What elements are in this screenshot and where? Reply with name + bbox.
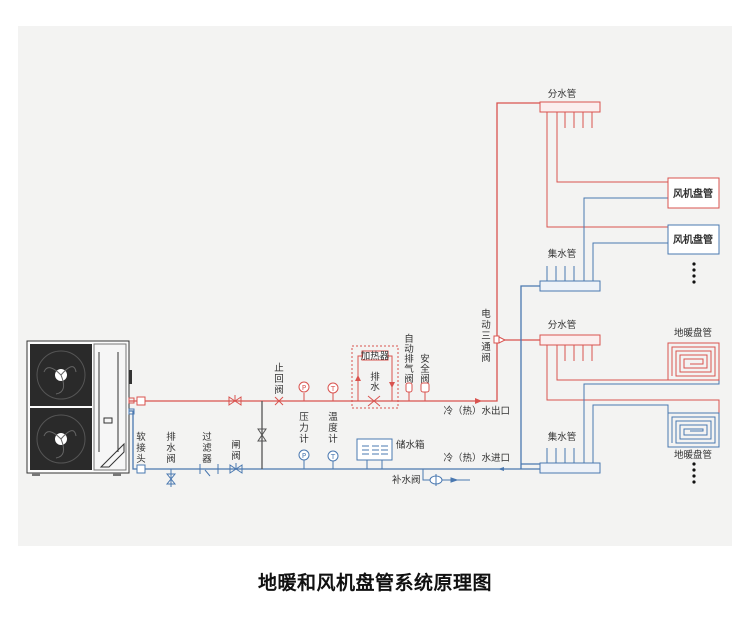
svg-text:滤: 滤 [202, 442, 212, 454]
svg-text:动: 动 [404, 344, 414, 355]
floor-heating-label-2: 地暖盘管 [674, 449, 712, 461]
fan-icon [36, 350, 86, 400]
svg-text:排: 排 [166, 431, 176, 443]
svg-text:动: 动 [481, 320, 491, 331]
pressure-gauge-icon: P [298, 381, 310, 401]
svg-text:风机盘管: 风机盘管 [673, 187, 713, 200]
fan-coil-unit-1: 风机盘管 [667, 177, 720, 209]
svg-text:水: 水 [166, 442, 176, 454]
diagram-caption: 地暖和风机盘管系统原理图 [257, 572, 492, 594]
svg-text:P: P [302, 384, 306, 392]
bypass-valve-icon [257, 428, 267, 442]
svg-text:自: 自 [404, 333, 414, 345]
svg-text:全: 全 [420, 363, 430, 375]
cold-inlet-label: 冷（热）水进口 [443, 452, 510, 464]
svg-text:阀: 阀 [274, 384, 284, 396]
floor-heating-coil-1 [667, 342, 720, 381]
soft-joint-icon [136, 464, 146, 474]
svg-text:阀: 阀 [481, 352, 491, 364]
svg-text:通: 通 [481, 342, 491, 353]
heat-pump-unit [26, 340, 132, 476]
gate-valve-icon [229, 463, 243, 474]
svg-text:T: T [330, 453, 336, 461]
svg-text:头: 头 [136, 453, 146, 465]
filter-icon [199, 464, 219, 477]
water-tank-label: 储水箱 [396, 439, 425, 451]
svg-text:力: 力 [299, 422, 309, 434]
svg-text:P: P [302, 452, 306, 460]
svg-text:排: 排 [404, 353, 414, 365]
thermometer-icon: T [327, 450, 339, 469]
floor-heating-label-1: 地暖盘管 [674, 327, 712, 339]
check-valve-label: 止 回 阀 [274, 362, 284, 396]
svg-text:过: 过 [202, 431, 212, 443]
svg-text:阀: 阀 [166, 453, 176, 465]
auto-air-vent-label: 自 动 排 气 阀 [404, 333, 414, 385]
thermometer-label: 温 度 计 [328, 412, 338, 445]
fan-icon [36, 414, 86, 464]
svg-text:阀: 阀 [404, 373, 414, 385]
svg-text:T: T [330, 385, 336, 393]
pressure-gauge-icon: P [298, 449, 310, 469]
water-tank-icon [356, 438, 393, 469]
svg-text:气: 气 [404, 363, 414, 375]
svg-text:度: 度 [328, 422, 338, 434]
svg-text:接: 接 [136, 442, 146, 454]
distributor-label-top: 分水管 [548, 88, 577, 100]
makeup-valve-label: 补水阀 [392, 474, 421, 486]
floor-heating-coil-2 [667, 412, 720, 448]
soft-joint-label: 软 接 头 [136, 431, 146, 465]
svg-text:止: 止 [274, 362, 284, 374]
top-distributor [539, 101, 668, 228]
filter-label: 过 滤 器 [202, 431, 212, 465]
svg-text:三: 三 [481, 331, 491, 342]
fan-coil-unit-2: 风机盘管 [667, 224, 720, 255]
pressure-gauge-label: 压 力 计 [299, 412, 309, 445]
svg-text:加热器: 加热器 [361, 350, 390, 362]
auto-air-vent-icon [405, 382, 413, 401]
check-valve-icon [274, 396, 284, 406]
safety-valve-label: 安 全 阀 [420, 353, 430, 385]
makeup-valve-icon [422, 469, 470, 486]
svg-text:计: 计 [299, 433, 309, 445]
collector-label-bottom: 集水管 [548, 431, 577, 443]
svg-text:回: 回 [274, 374, 284, 385]
svg-text:器: 器 [202, 454, 212, 465]
svg-text:风机盘管: 风机盘管 [673, 233, 713, 246]
svg-text:温: 温 [328, 412, 338, 423]
three-way-valve-label: 电 动 三 通 阀 [481, 308, 491, 364]
svg-text:排: 排 [370, 371, 380, 383]
drain-valve-icon [165, 469, 177, 487]
soft-joint-icon [136, 396, 146, 406]
distributor-label-bottom: 分水管 [548, 319, 577, 331]
svg-text:安: 安 [420, 353, 430, 365]
drain-valve-label: 排 水 阀 [166, 431, 176, 465]
flow-arrow-icon [498, 467, 504, 471]
more-dots-icon [692, 462, 696, 484]
svg-text:阀: 阀 [231, 450, 241, 462]
three-way-valve-icon [493, 335, 507, 344]
more-dots-icon [692, 262, 696, 284]
svg-text:软: 软 [136, 431, 146, 443]
flow-arrow-icon [475, 398, 482, 404]
bottom-distributor [539, 334, 720, 413]
heater-assembly: 加热器 排 水 [351, 345, 399, 409]
thermometer-icon: T [327, 382, 339, 401]
collector-label-top: 集水管 [548, 248, 577, 260]
top-collector [539, 197, 668, 292]
gate-valve-label: 闸 阀 [231, 439, 241, 462]
svg-text:闸: 闸 [231, 439, 241, 451]
hot-outlet-label: 冷（热）水出口 [443, 405, 510, 417]
svg-text:水: 水 [370, 381, 380, 393]
svg-text:计: 计 [328, 433, 338, 445]
safety-valve-icon [420, 382, 430, 401]
svg-text:阀: 阀 [420, 373, 430, 385]
svg-text:压: 压 [299, 412, 309, 423]
gate-valve-icon [228, 395, 242, 406]
svg-text:电: 电 [481, 308, 491, 320]
